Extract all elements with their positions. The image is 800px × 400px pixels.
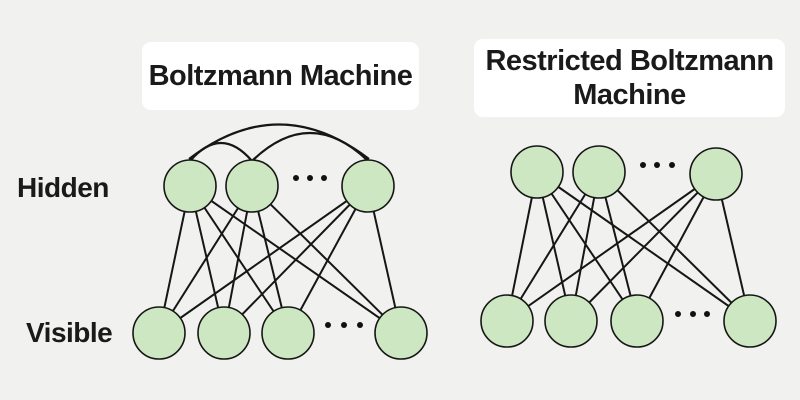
visible-row-label: Visible [26, 317, 113, 348]
hidden-row-label: Hidden [17, 172, 109, 203]
visible-node [261, 306, 315, 360]
ellipsis-dot [654, 162, 660, 168]
edge-line [251, 185, 402, 334]
ellipsis-dot [293, 175, 299, 181]
hidden-node [163, 159, 217, 213]
edge-line [598, 171, 751, 322]
ellipsis-dot [357, 322, 363, 328]
ellipsis-dot [690, 311, 696, 317]
edge-line [636, 173, 717, 322]
hidden-node [225, 159, 279, 213]
ellipsis-dot [341, 322, 347, 328]
restricted-boltzmann-machine-group [480, 145, 777, 348]
edge-line [506, 171, 600, 322]
edge-line [223, 185, 369, 334]
hidden-node [572, 145, 626, 199]
ellipsis-dot [704, 311, 710, 317]
boltzmann-machine-group [132, 123, 428, 360]
ellipsis-dot [640, 162, 646, 168]
right-diagram-title-line1: Restricted Boltzmann [485, 45, 774, 77]
hidden-node [341, 159, 395, 213]
visible-node [374, 306, 428, 360]
left-diagram-title: Boltzmann Machine [148, 59, 413, 92]
visible-node [723, 294, 777, 348]
ellipsis-dot [669, 162, 675, 168]
visible-node [610, 294, 664, 348]
ellipsis-dot [321, 175, 327, 181]
visible-node [132, 306, 186, 360]
left-diagram-title-card: Boltzmann Machine [142, 42, 419, 110]
edge-line [158, 185, 253, 334]
edge-line [536, 171, 638, 322]
edge-line [506, 173, 717, 322]
visible-node [480, 294, 534, 348]
visible-node [544, 294, 598, 348]
ellipsis-dot [307, 175, 313, 181]
edge-line [158, 185, 369, 334]
edge-line [570, 173, 717, 322]
hidden-node [689, 147, 743, 201]
right-diagram-title-card: Restricted Boltzmann Machine [474, 39, 785, 117]
visible-node [197, 306, 251, 360]
right-diagram-title-line2: Machine [573, 79, 686, 111]
edge-line [287, 185, 369, 334]
ellipsis-dot [325, 322, 331, 328]
hidden-node [510, 145, 564, 199]
lateral-connection-arc [188, 123, 370, 160]
ellipsis-dot [675, 311, 681, 317]
